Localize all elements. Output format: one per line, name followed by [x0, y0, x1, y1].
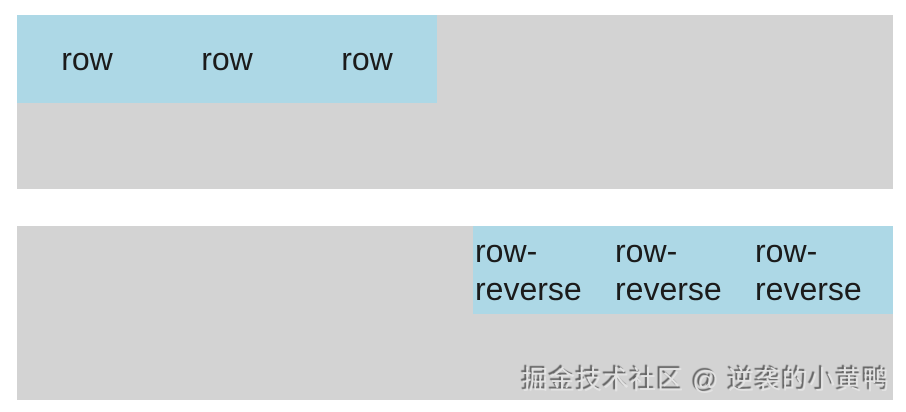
flex-item-row-reverse-3: row-reverse: [473, 226, 613, 314]
flex-item-label: row: [341, 41, 393, 77]
flex-container-row: row row row: [17, 15, 893, 189]
flex-item-label: row-reverse: [475, 233, 582, 307]
flex-item-row-reverse-2: row-reverse: [613, 226, 753, 314]
flex-item-row-3: row: [297, 15, 437, 103]
flex-item-label: row: [201, 41, 253, 77]
flex-item-label: row: [61, 41, 113, 77]
flex-item-label: row-reverse: [755, 233, 862, 307]
flex-item-label: row-reverse: [615, 233, 722, 307]
juejin-watermark: 掘金技术社区 @ 逆袭的小黄鸭: [522, 365, 890, 395]
flex-item-row-1: row: [17, 15, 157, 103]
flex-item-row-reverse-1: row-reverse: [753, 226, 893, 314]
flex-item-row-2: row: [157, 15, 297, 103]
flex-container-row-reverse: row-reverse row-reverse row-reverse 掘金技术…: [17, 226, 893, 400]
